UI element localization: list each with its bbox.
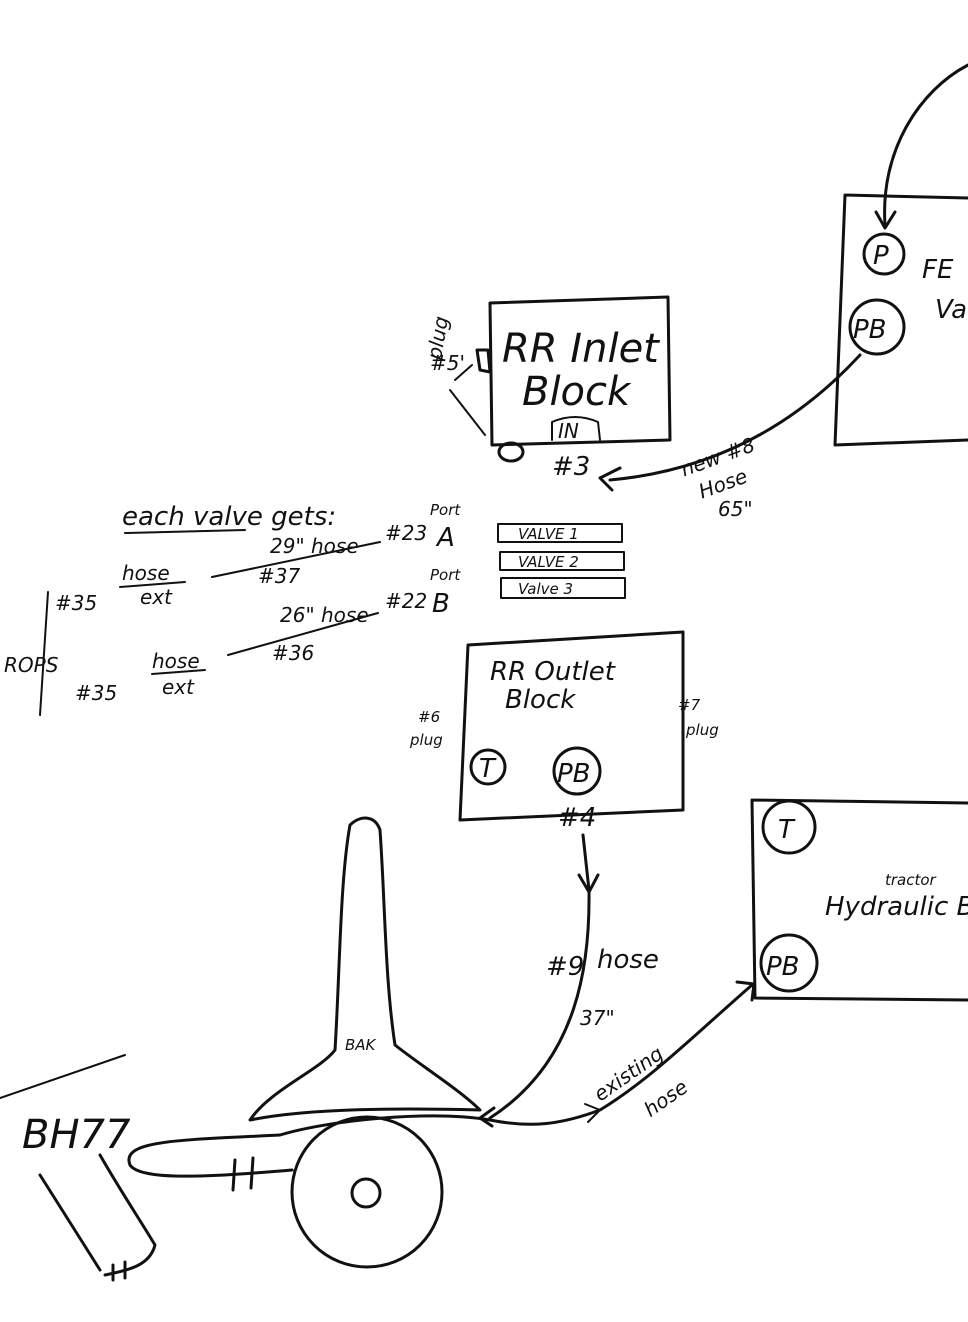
new-hose-8 [608, 353, 862, 482]
each-valve-heading: each valve gets: [122, 502, 336, 532]
port-a-label: Port [430, 501, 461, 519]
port-a-hose-number: #37 [258, 564, 300, 588]
tractor-port-pb-circle [759, 933, 819, 993]
port-b-ext-number: #35 [75, 681, 117, 705]
port-b-ext-top: hose [152, 649, 200, 673]
valve-stack: VALVE 1 VALVE 2 Valve 3 [497, 523, 626, 599]
port-b-ext-line [151, 669, 206, 675]
heading-underline [124, 529, 246, 534]
port-b-hose-line [227, 612, 379, 656]
port-pb-label: PB [557, 759, 591, 789]
rops-label: ROPS [4, 653, 59, 677]
tractor-port-pb-label: PB [766, 952, 800, 982]
outlet-block-title: RR Outlet [490, 657, 616, 687]
hose-loop [128, 1163, 294, 1178]
plug-oval [497, 441, 525, 463]
hose-9 [488, 833, 591, 1120]
port-b-fitting: #22 [385, 589, 427, 613]
left-plug-label: plug [409, 731, 443, 749]
inlet-port-number: #3 [552, 452, 590, 482]
outlet-block-box [458, 630, 685, 822]
valve-2-box [499, 551, 625, 571]
coupler-icon [231, 1156, 255, 1192]
fe-valve-label: FE [922, 255, 954, 285]
port-t-label: T [479, 754, 497, 784]
existing-hose-label-2: hose [639, 1075, 692, 1122]
tractor-block: T PB tractor Hydraulic B [750, 798, 968, 1002]
arrowhead-icon [577, 873, 600, 894]
backhoe-teeth [111, 1260, 127, 1282]
wheel [290, 1115, 444, 1269]
port-p-label: P [873, 241, 889, 271]
right-plug-number: #7 [678, 696, 701, 714]
inlet-block-box [488, 295, 672, 447]
port-t-circle [469, 748, 507, 786]
new-hose-length: 65" [718, 497, 753, 521]
port-a-letter: A [435, 523, 455, 553]
tractor-label: tractor [885, 871, 937, 889]
hose-9-length: 37" [580, 1006, 615, 1030]
outlet-block: RR Outlet Block #6 plug #7 plug T PB #4 [409, 630, 719, 833]
plug-square [475, 348, 492, 374]
in-port-box [551, 416, 601, 441]
valve-1-label: VALVE 1 [518, 525, 579, 543]
port-a-hose-line [211, 541, 381, 578]
left-plug-number: #6 [418, 708, 440, 726]
valve-3-label: Valve 3 [518, 580, 573, 598]
existing-hose [127, 983, 754, 1167]
inlet-block-title-2: Block [522, 369, 632, 415]
each-valve-note: each valve gets: 29" hose #37 #23 Port A… [4, 501, 461, 716]
port-a-hose: 29" hose [270, 534, 359, 558]
plug-number: #5' [430, 351, 465, 375]
hose-9-number: #9 [546, 952, 584, 982]
arrowhead-icon [584, 1103, 601, 1123]
port-a-ext-line [119, 581, 186, 588]
fe-valve-box [833, 193, 968, 447]
tractor-port-t-circle [761, 799, 817, 855]
arrowhead-icon [874, 210, 897, 230]
valve-3-box [500, 577, 626, 599]
port-a-fitting: #23 [385, 521, 427, 545]
backhoe-line [0, 1054, 126, 1099]
in-port-label: IN [558, 419, 579, 443]
backhoe-label: BH77 [22, 1112, 131, 1158]
tank-shape [248, 816, 482, 1122]
inlet-block-title: RR Inlet [502, 326, 660, 372]
valve-2-label: VALVE 2 [518, 553, 579, 571]
outlet-block-title-2: Block [505, 685, 576, 715]
tank-label: BAK [345, 1036, 377, 1054]
port-pb-circle [848, 298, 906, 356]
port-a-ext-top: hose [122, 561, 170, 585]
valve-1-box [497, 523, 623, 543]
arrowhead-icon [598, 466, 622, 492]
port-pb-circle [552, 746, 602, 796]
arrowhead-icon [735, 980, 756, 1002]
right-plug-label: plug [685, 721, 719, 739]
port-b-label: Port [430, 566, 461, 584]
backhoe: BH77 [0, 1054, 157, 1282]
tractor-port-t-label: T [778, 815, 796, 845]
port-a-ext-bottom: ext [140, 585, 173, 609]
port-p-circle [862, 232, 906, 276]
port-b-hose: 26" hose [280, 603, 369, 627]
fe-valve: P PB FE Va [833, 63, 968, 447]
inlet-block: RR Inlet Block IN plug #5' #3 [422, 295, 672, 482]
tractor-block-label: Hydraulic B [825, 892, 968, 922]
port-b-hose-number: #36 [272, 641, 314, 665]
tractor-body: BAK [128, 816, 482, 1269]
fe-supply-hose [883, 63, 968, 227]
hose-9-label: hose [597, 945, 659, 975]
port-pb-label: PB [853, 315, 887, 345]
fe-valve-label-2: Va [935, 295, 967, 325]
plug-arrows [449, 364, 486, 436]
backhoe-arm [38, 1153, 157, 1277]
rops-bracket [39, 591, 49, 716]
port-a-ext-number: #35 [55, 591, 97, 615]
port-b-ext-bottom: ext [162, 675, 195, 699]
outlet-port-number: #4 [558, 803, 596, 833]
port-b-letter: B [432, 589, 450, 619]
wheel-hub [350, 1177, 382, 1209]
